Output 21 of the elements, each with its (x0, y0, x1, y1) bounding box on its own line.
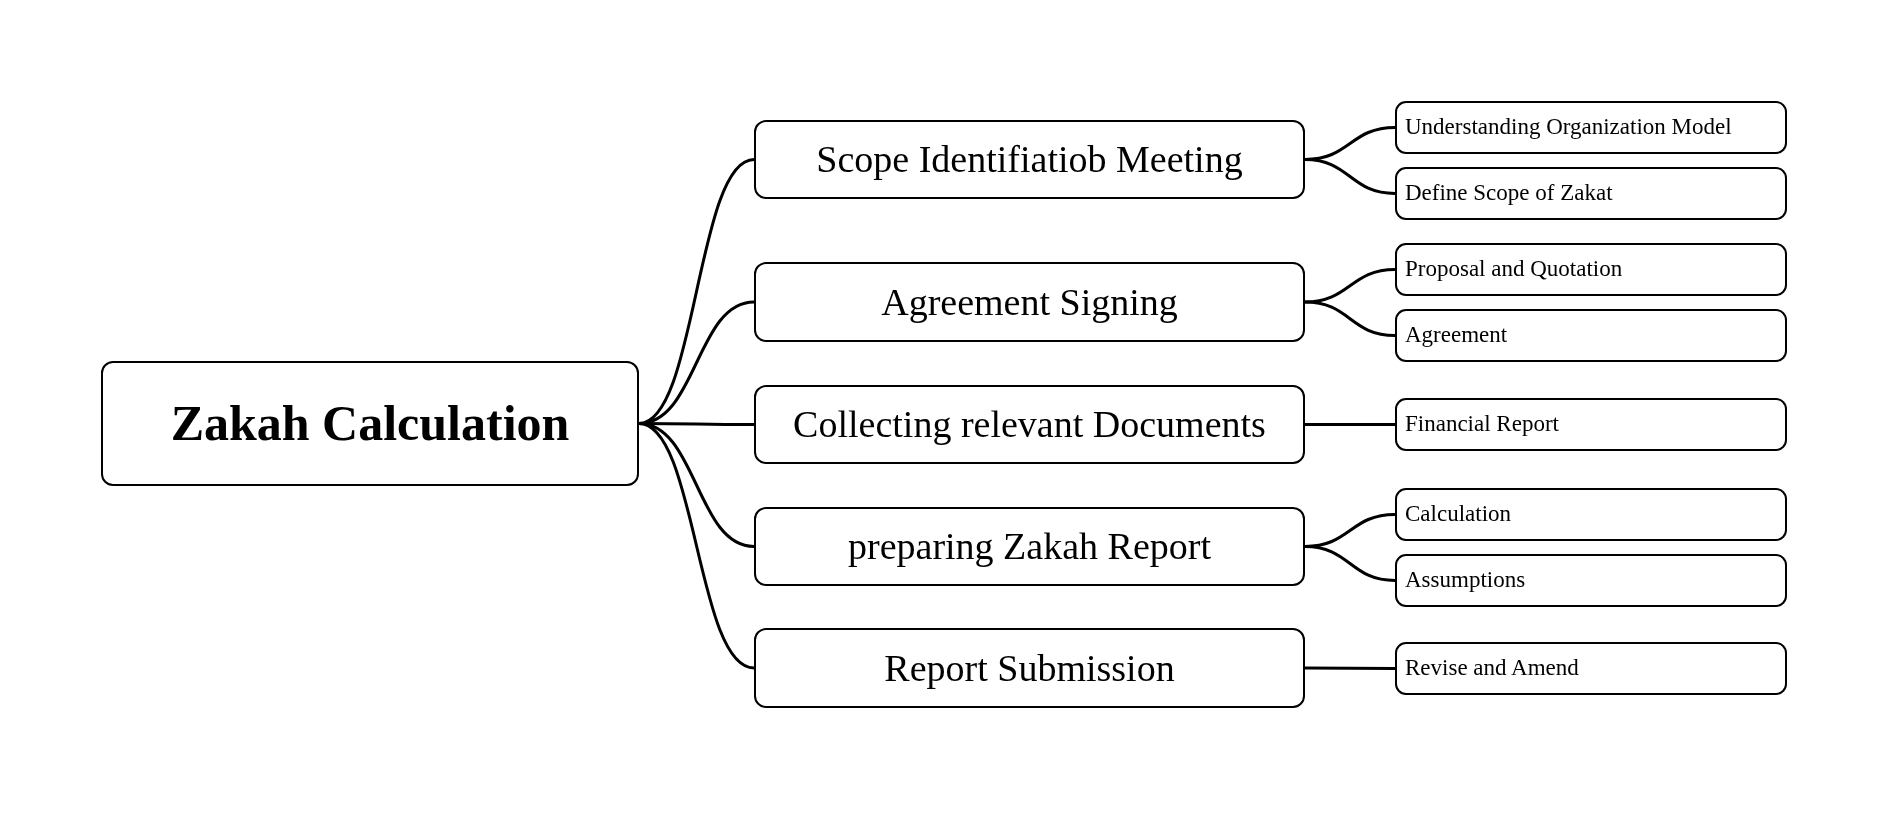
topic-box: Report Submission (754, 628, 1305, 708)
subtopic-box: Calculation (1395, 488, 1787, 541)
connector-line (638, 422, 755, 670)
connector-line (1304, 300, 1396, 337)
topic-box: Collecting relevant Documents (754, 385, 1305, 464)
subtopic-box: Assumptions (1395, 554, 1787, 607)
subtopic-box: Revise and Amend (1395, 642, 1787, 695)
topic-box: Agreement Signing (754, 262, 1305, 342)
subtopic-box: Understanding Organization Model (1395, 101, 1787, 154)
subtopic-box: Agreement (1395, 309, 1787, 362)
connector-line (1304, 268, 1396, 304)
subtopic-box: Financial Report (1395, 398, 1787, 451)
connector-line (1305, 423, 1395, 426)
connector-line (1304, 545, 1396, 582)
central-topic-box: Zakah Calculation (101, 361, 639, 486)
connector-line (1304, 158, 1396, 195)
connector-line (1305, 666, 1395, 670)
subtopic-box: Define Scope of Zakat (1395, 167, 1787, 220)
topic-box: preparing Zakah Report (754, 507, 1305, 586)
topic-box: Scope Identifiatiob Meeting (754, 120, 1305, 199)
subtopic-box: Proposal and Quotation (1395, 243, 1787, 296)
